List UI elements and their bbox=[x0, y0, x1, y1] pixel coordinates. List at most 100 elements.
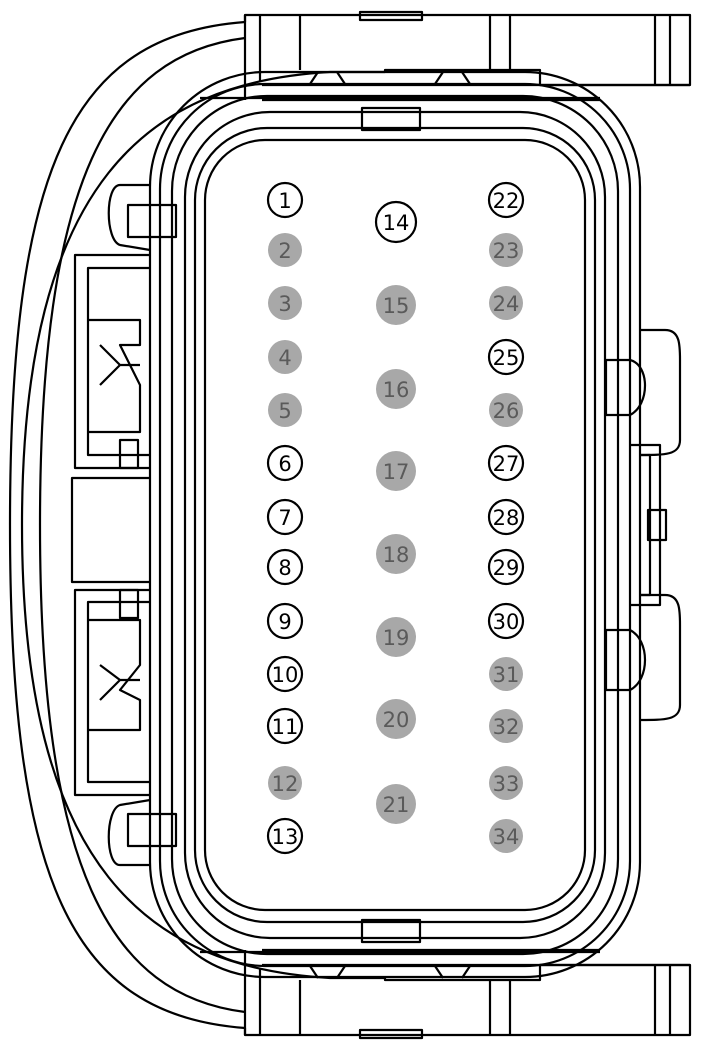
pin-5: 5 bbox=[268, 393, 302, 427]
pin-empty-circle bbox=[487, 338, 525, 376]
pin-empty-circle bbox=[266, 707, 304, 745]
pin-18: 18 bbox=[376, 534, 416, 574]
pin-number-label: 18 bbox=[383, 543, 410, 567]
left-key-block bbox=[118, 588, 140, 620]
pin-10: 10 bbox=[266, 655, 304, 693]
top-key-tab bbox=[360, 106, 422, 132]
pin-filled-circle bbox=[489, 657, 523, 691]
housing-notch bbox=[309, 71, 471, 85]
left-key-lower-detail bbox=[99, 664, 140, 701]
pin-number-label: 25 bbox=[493, 346, 520, 370]
pin-filled-circle bbox=[376, 699, 416, 739]
pin-number-label: 31 bbox=[493, 663, 520, 687]
left-lock-upper-tab bbox=[126, 203, 178, 239]
pin-number-label: 27 bbox=[493, 452, 520, 476]
pin-filled-circle bbox=[489, 766, 523, 800]
pin-20: 20 bbox=[376, 699, 416, 739]
right-lock-upper bbox=[639, 328, 682, 457]
pin-22: 22 bbox=[487, 181, 525, 219]
pin-number-label: 17 bbox=[383, 460, 410, 484]
pin-number-label: 6 bbox=[278, 452, 291, 476]
pin-28: 28 bbox=[487, 498, 525, 536]
pin-26: 26 bbox=[489, 393, 523, 427]
housing-notch bbox=[309, 965, 471, 979]
pin-32: 32 bbox=[489, 709, 523, 743]
right-lock-lower-inner bbox=[604, 628, 647, 692]
right-lock-lower bbox=[639, 593, 682, 722]
housing-wall bbox=[158, 82, 632, 968]
pin-number-label: 8 bbox=[278, 556, 291, 580]
pin-filled-circle bbox=[268, 286, 302, 320]
housing-inner-wall bbox=[193, 126, 597, 924]
right-lock-upper-inner bbox=[604, 358, 647, 417]
pin-empty-circle bbox=[266, 602, 304, 640]
pin-filled-circle bbox=[268, 233, 302, 267]
pin-number-label: 4 bbox=[278, 346, 291, 370]
bottom-key-tab bbox=[358, 1028, 424, 1040]
pin-face bbox=[203, 138, 587, 912]
pin-empty-circle bbox=[266, 498, 304, 536]
pin-number-label: 13 bbox=[272, 825, 299, 849]
pin-filled-circle bbox=[268, 766, 302, 800]
pin-15: 15 bbox=[376, 285, 416, 325]
pin-19: 19 bbox=[376, 617, 416, 657]
pin-16: 16 bbox=[376, 369, 416, 409]
pin-number-label: 2 bbox=[278, 239, 291, 263]
left-lock-upper bbox=[107, 183, 151, 252]
pin-empty-circle bbox=[487, 548, 525, 586]
pin-34: 34 bbox=[489, 819, 523, 853]
pin-empty-circle bbox=[266, 548, 304, 586]
pin-layer: 1234567891011121314151617181920212223242… bbox=[266, 181, 525, 855]
pin-number-label: 21 bbox=[383, 793, 410, 817]
pin-number-label: 12 bbox=[272, 772, 299, 796]
pin-filled-circle bbox=[268, 340, 302, 374]
pin-9: 9 bbox=[266, 602, 304, 640]
left-key-block bbox=[118, 438, 140, 470]
pin-filled-circle bbox=[489, 233, 523, 267]
left-key-upper-detail bbox=[99, 344, 140, 386]
right-guide-inner bbox=[640, 453, 652, 597]
pin-27: 27 bbox=[487, 444, 525, 482]
housing-outer bbox=[148, 70, 642, 979]
pin-33: 33 bbox=[489, 766, 523, 800]
pin-29: 29 bbox=[487, 548, 525, 586]
pin-17: 17 bbox=[376, 451, 416, 491]
pin-number-label: 1 bbox=[278, 189, 291, 213]
pin-empty-circle bbox=[487, 181, 525, 219]
pin-24: 24 bbox=[489, 286, 523, 320]
top-key-tab bbox=[358, 10, 424, 22]
left-guide-lower bbox=[73, 588, 150, 797]
pin-30: 30 bbox=[487, 602, 525, 640]
bottom-key-tab bbox=[360, 918, 422, 944]
pin-filled-circle bbox=[376, 617, 416, 657]
left-key-lower bbox=[88, 618, 142, 732]
pin-number-label: 34 bbox=[493, 825, 520, 849]
connector-housing bbox=[8, 10, 692, 1040]
left-guide-upper bbox=[73, 253, 150, 470]
pin-number-label: 3 bbox=[278, 292, 291, 316]
pin-filled-circle bbox=[489, 286, 523, 320]
housing-wall bbox=[170, 94, 620, 956]
pin-number-label: 28 bbox=[493, 506, 520, 530]
pin-number-label: 20 bbox=[383, 708, 410, 732]
pin-1: 1 bbox=[266, 181, 304, 219]
pin-31: 31 bbox=[489, 657, 523, 691]
left-lock-lower-tab bbox=[126, 812, 178, 848]
pin-empty-circle bbox=[487, 602, 525, 640]
pin-empty-circle bbox=[266, 444, 304, 482]
pin-number-label: 19 bbox=[383, 626, 410, 650]
left-latch-arm-inner bbox=[38, 36, 246, 1014]
pin-number-label: 16 bbox=[383, 378, 410, 402]
pin-number-label: 15 bbox=[383, 294, 410, 318]
pin-number-label: 29 bbox=[493, 556, 520, 580]
pin-number-label: 11 bbox=[272, 715, 299, 739]
pin-number-label: 33 bbox=[493, 772, 520, 796]
pin-filled-circle bbox=[376, 784, 416, 824]
pin-number-label: 30 bbox=[493, 610, 520, 634]
pin-filled-circle bbox=[376, 451, 416, 491]
pin-number-label: 10 bbox=[272, 663, 299, 687]
pin-filled-circle bbox=[268, 393, 302, 427]
pin-filled-circle bbox=[489, 709, 523, 743]
pin-21: 21 bbox=[376, 784, 416, 824]
